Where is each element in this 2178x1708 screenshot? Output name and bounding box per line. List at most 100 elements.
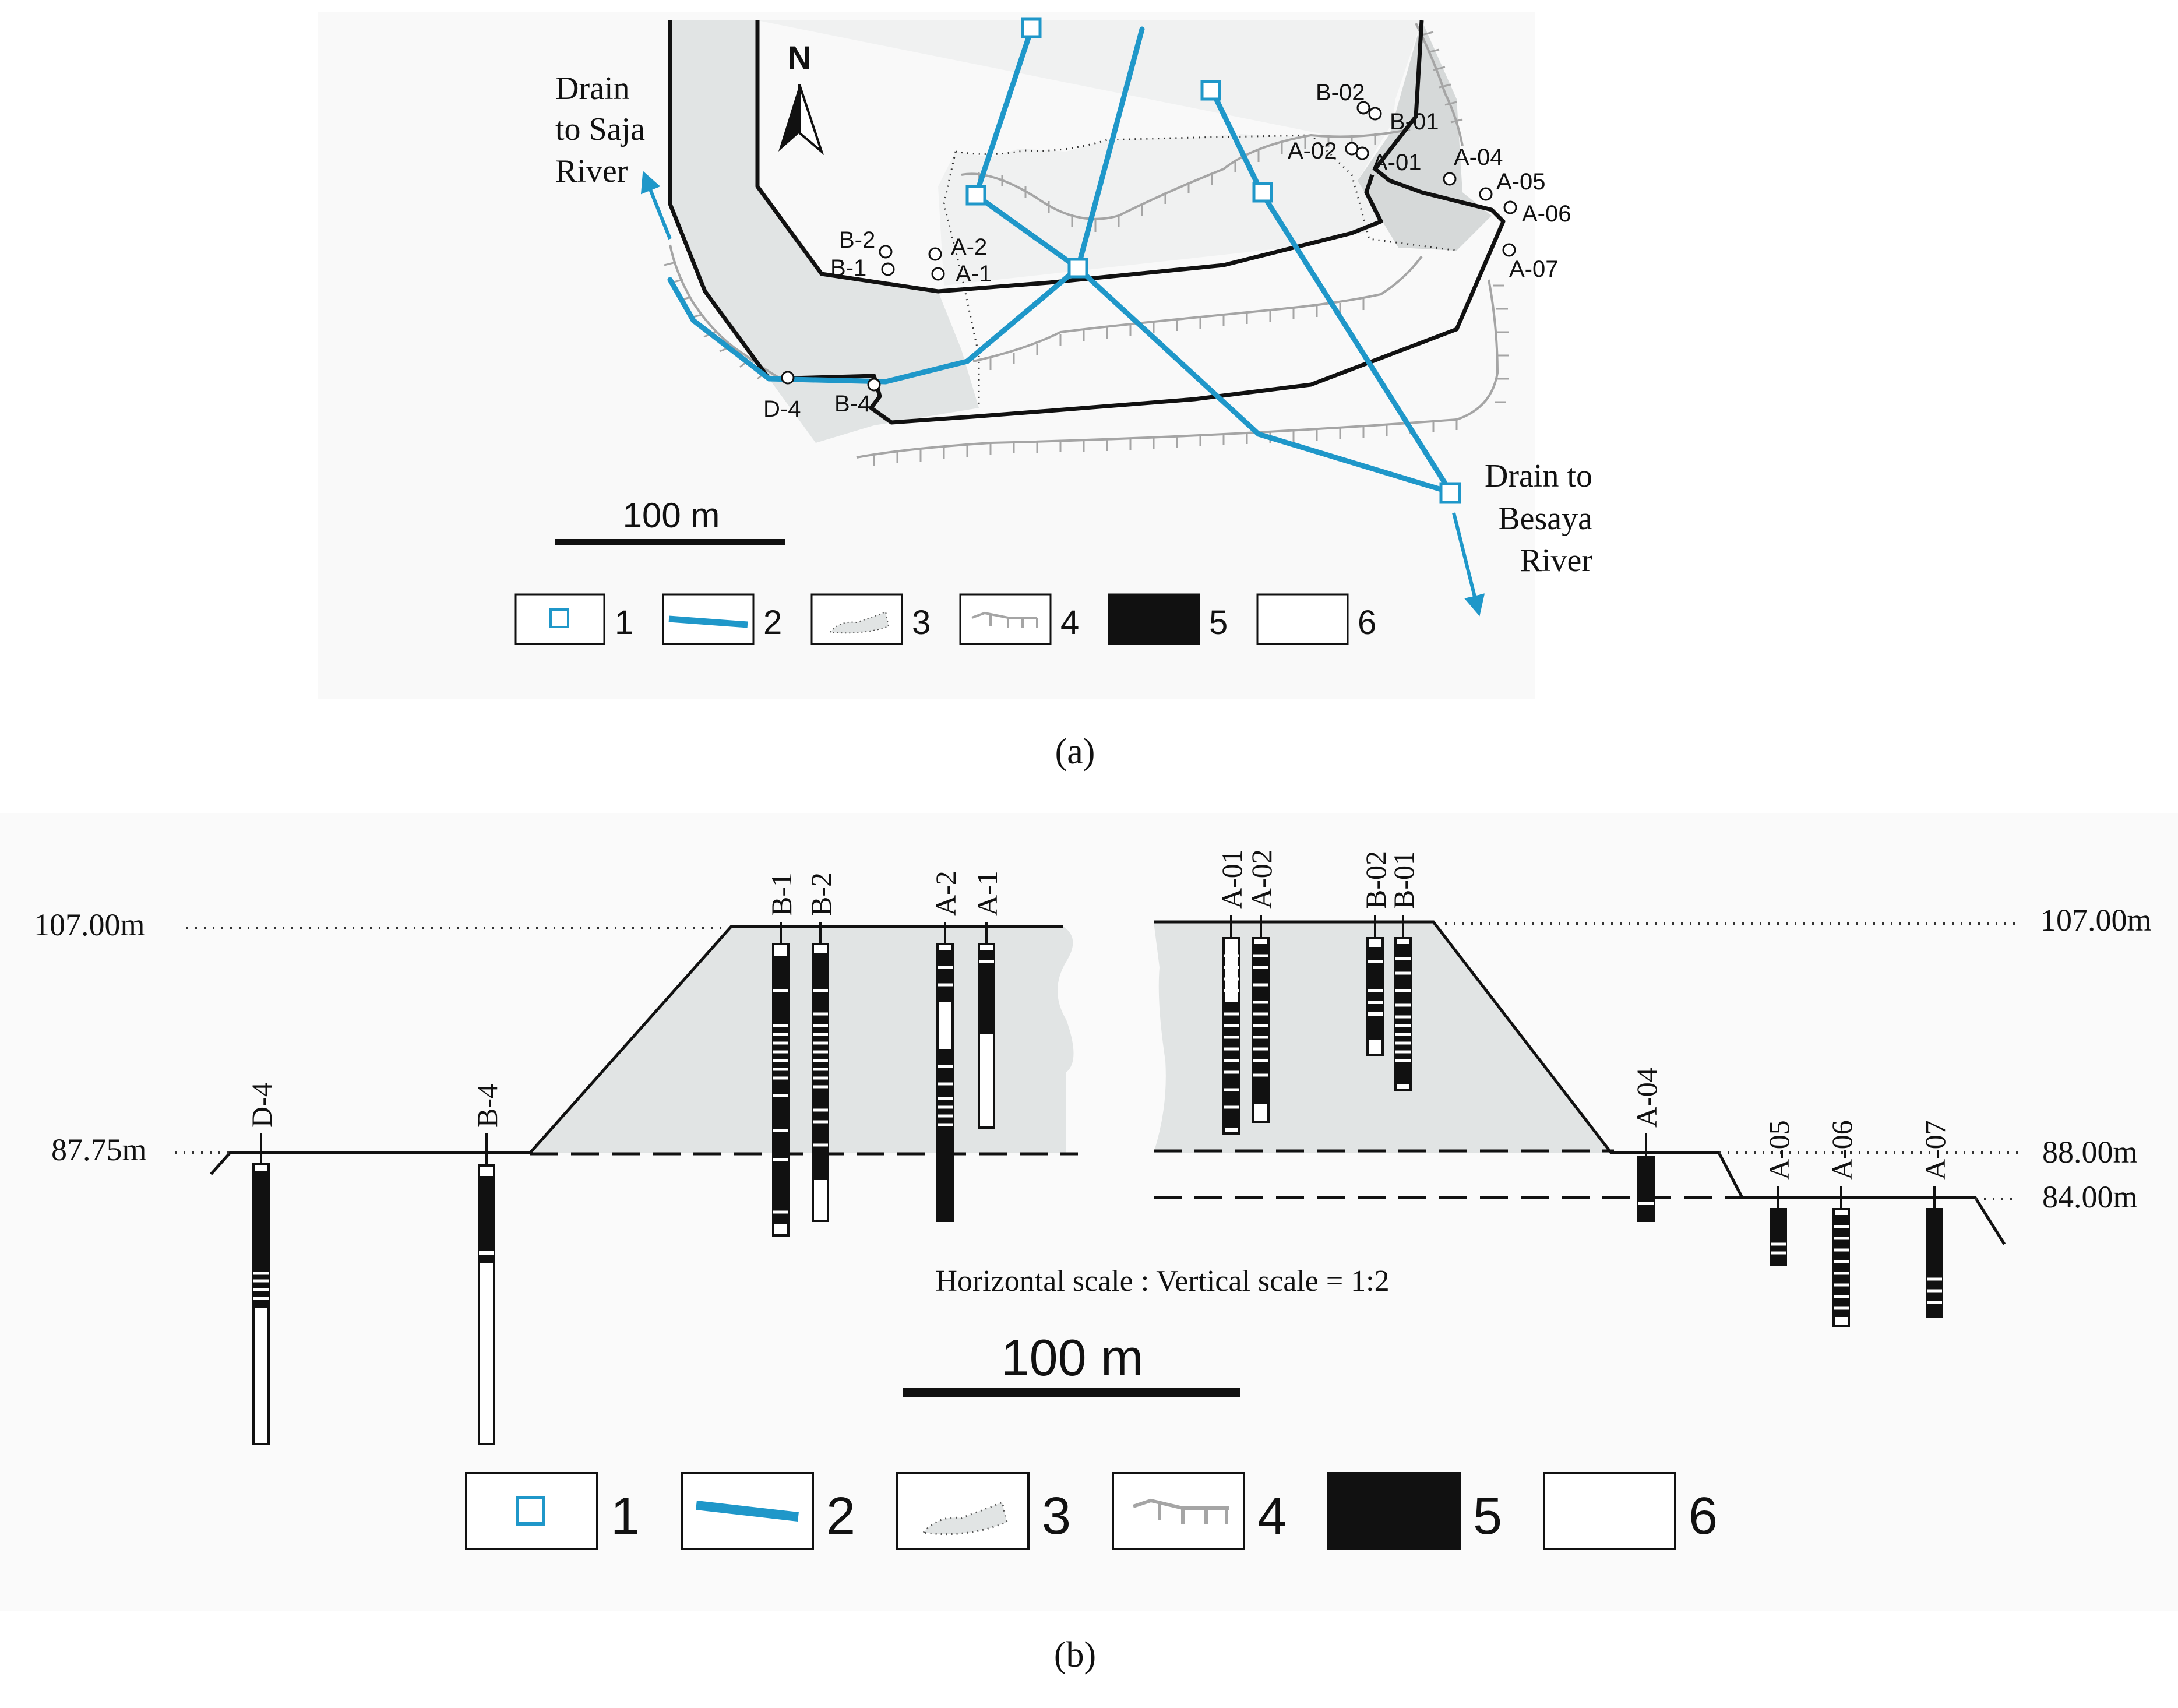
column-label: A-1 (971, 871, 1003, 916)
slope-line-icon (1133, 1498, 1229, 1524)
caption-b: (b) (1054, 1635, 1096, 1675)
legend-number: 2 (763, 604, 782, 642)
legend-number: 1 (611, 1487, 640, 1545)
legend-number: 3 (1042, 1487, 1071, 1545)
borehole-marker (1479, 187, 1493, 201)
borehole-marker (879, 245, 893, 259)
borehole-label: A-05 (1496, 169, 1546, 195)
legend-number: 5 (1473, 1487, 1502, 1545)
legend-number: 1 (615, 604, 633, 642)
column-a04: A-04 (1630, 1068, 1663, 1222)
manholes (965, 17, 1461, 504)
borehole-markers (781, 101, 1517, 392)
column-label: A-05 (1763, 1120, 1795, 1180)
borehole-marker (931, 267, 945, 281)
outlet-label-line: River (1520, 543, 1593, 579)
column-b01: B-01 (1387, 851, 1420, 1091)
borehole-label: A-06 (1522, 201, 1571, 227)
drain-line-icon (668, 615, 748, 628)
borehole-label: A-1 (956, 261, 992, 287)
column-label: A-06 (1825, 1120, 1858, 1180)
level-label: 88.00m (2042, 1135, 2138, 1170)
caption-a: (a) (1055, 732, 1095, 772)
outlet-label-line: River (555, 153, 628, 189)
legend-number: 2 (826, 1487, 855, 1545)
column-label: A-02 (1245, 849, 1278, 909)
column-label: B-1 (765, 872, 798, 916)
outlet-label-line: Drain to (1485, 458, 1592, 494)
scale-note: Horizontal scale : Vertical scale = 1:2 (935, 1265, 1389, 1298)
slope-ticks (664, 31, 1509, 466)
north-arrow-icon: N (778, 39, 824, 156)
scale-bar-line (555, 539, 785, 545)
borehole-label: A-01 (1372, 150, 1422, 175)
borehole-marker (867, 378, 881, 392)
legend-item-1: 1 (514, 593, 633, 645)
column-label: A-04 (1630, 1068, 1663, 1128)
borehole-label: A-04 (1454, 145, 1503, 170)
borehole-label: B-2 (839, 227, 875, 253)
borehole-label: B-01 (1390, 109, 1439, 135)
outlet-arrow-besaya (1452, 512, 1485, 617)
borehole-label: B-4 (834, 391, 871, 417)
column-a2: A-2 (929, 871, 962, 1222)
outlet-arrow-saja (640, 171, 672, 240)
legend-number: 5 (1209, 604, 1228, 642)
drain-line-icon (696, 1501, 799, 1522)
tailings-area-east (1358, 20, 1492, 251)
borehole-marker (881, 262, 895, 276)
borehole-label: A-02 (1288, 138, 1337, 164)
section-panel: 107.00m 107.00m 87.75m 88.00m 84.00m D-4 (0, 813, 2178, 1611)
slope-lines (669, 23, 1499, 459)
legend-number: 6 (1358, 604, 1376, 642)
borehole-marker (1503, 200, 1517, 214)
outlet-label-besaya: Drain to Besaya River (1485, 458, 1592, 579)
column-a02: A-02 (1245, 849, 1278, 1123)
manhole-centre (1067, 258, 1088, 279)
reference-levels (175, 922, 2019, 1200)
manhole-north-1 (1021, 17, 1042, 38)
column-label: A-07 (1919, 1120, 1951, 1180)
column-d4: D-4 (245, 1082, 278, 1445)
scale-bar-label: 100 m (623, 496, 720, 535)
column-label: B-4 (471, 1084, 503, 1128)
borehole-label: B-1 (830, 255, 866, 281)
borehole-label: D-4 (763, 396, 801, 422)
column-b4: B-4 (471, 1084, 503, 1445)
black-fill-icon (1108, 593, 1200, 645)
tailings-area-west (670, 20, 979, 443)
legend-item-5: 5 (1327, 1472, 1502, 1550)
borehole-marker (781, 371, 795, 385)
legend-number: 3 (912, 604, 931, 642)
outlet-label-line: Drain (555, 71, 630, 107)
section-background (0, 813, 2178, 1611)
column-a06: A-06 (1825, 1120, 1858, 1327)
manhole-outlet (1439, 482, 1461, 504)
legend-item-6: 6 (1256, 593, 1376, 645)
legend-item-3: 3 (810, 593, 931, 645)
square-marker-icon (516, 1496, 545, 1526)
slope-line-icon (971, 611, 1038, 628)
level-labels: 107.00m 107.00m 87.75m 88.00m 84.00m (34, 903, 2152, 1214)
legend-item-5: 5 (1108, 593, 1228, 645)
tailings-area-icon (922, 1501, 1008, 1536)
column-b1: B-1 (765, 872, 798, 1237)
section-scale-bar: 100 m (903, 1329, 1240, 1397)
manhole-north-2 (1200, 80, 1221, 101)
borehole-label: A-2 (951, 234, 987, 260)
tailings-boundary (943, 134, 1457, 408)
scale-bar-label: 100 m (1001, 1329, 1144, 1386)
borehole-marker (928, 247, 942, 261)
square-marker-icon (549, 608, 569, 628)
borehole-label: A-07 (1509, 256, 1559, 282)
level-label: 107.00m (34, 907, 145, 942)
column-b2: B-2 (805, 872, 837, 1222)
column-a1: A-1 (971, 871, 1003, 1129)
legend-item-2: 2 (681, 1472, 855, 1550)
legend-number: 6 (1689, 1487, 1718, 1545)
column-a01: A-01 (1215, 849, 1248, 1135)
borehole-label: B-02 (1316, 80, 1365, 105)
outlet-label-line: Besaya (1498, 501, 1592, 537)
column-label: A-01 (1215, 849, 1248, 909)
